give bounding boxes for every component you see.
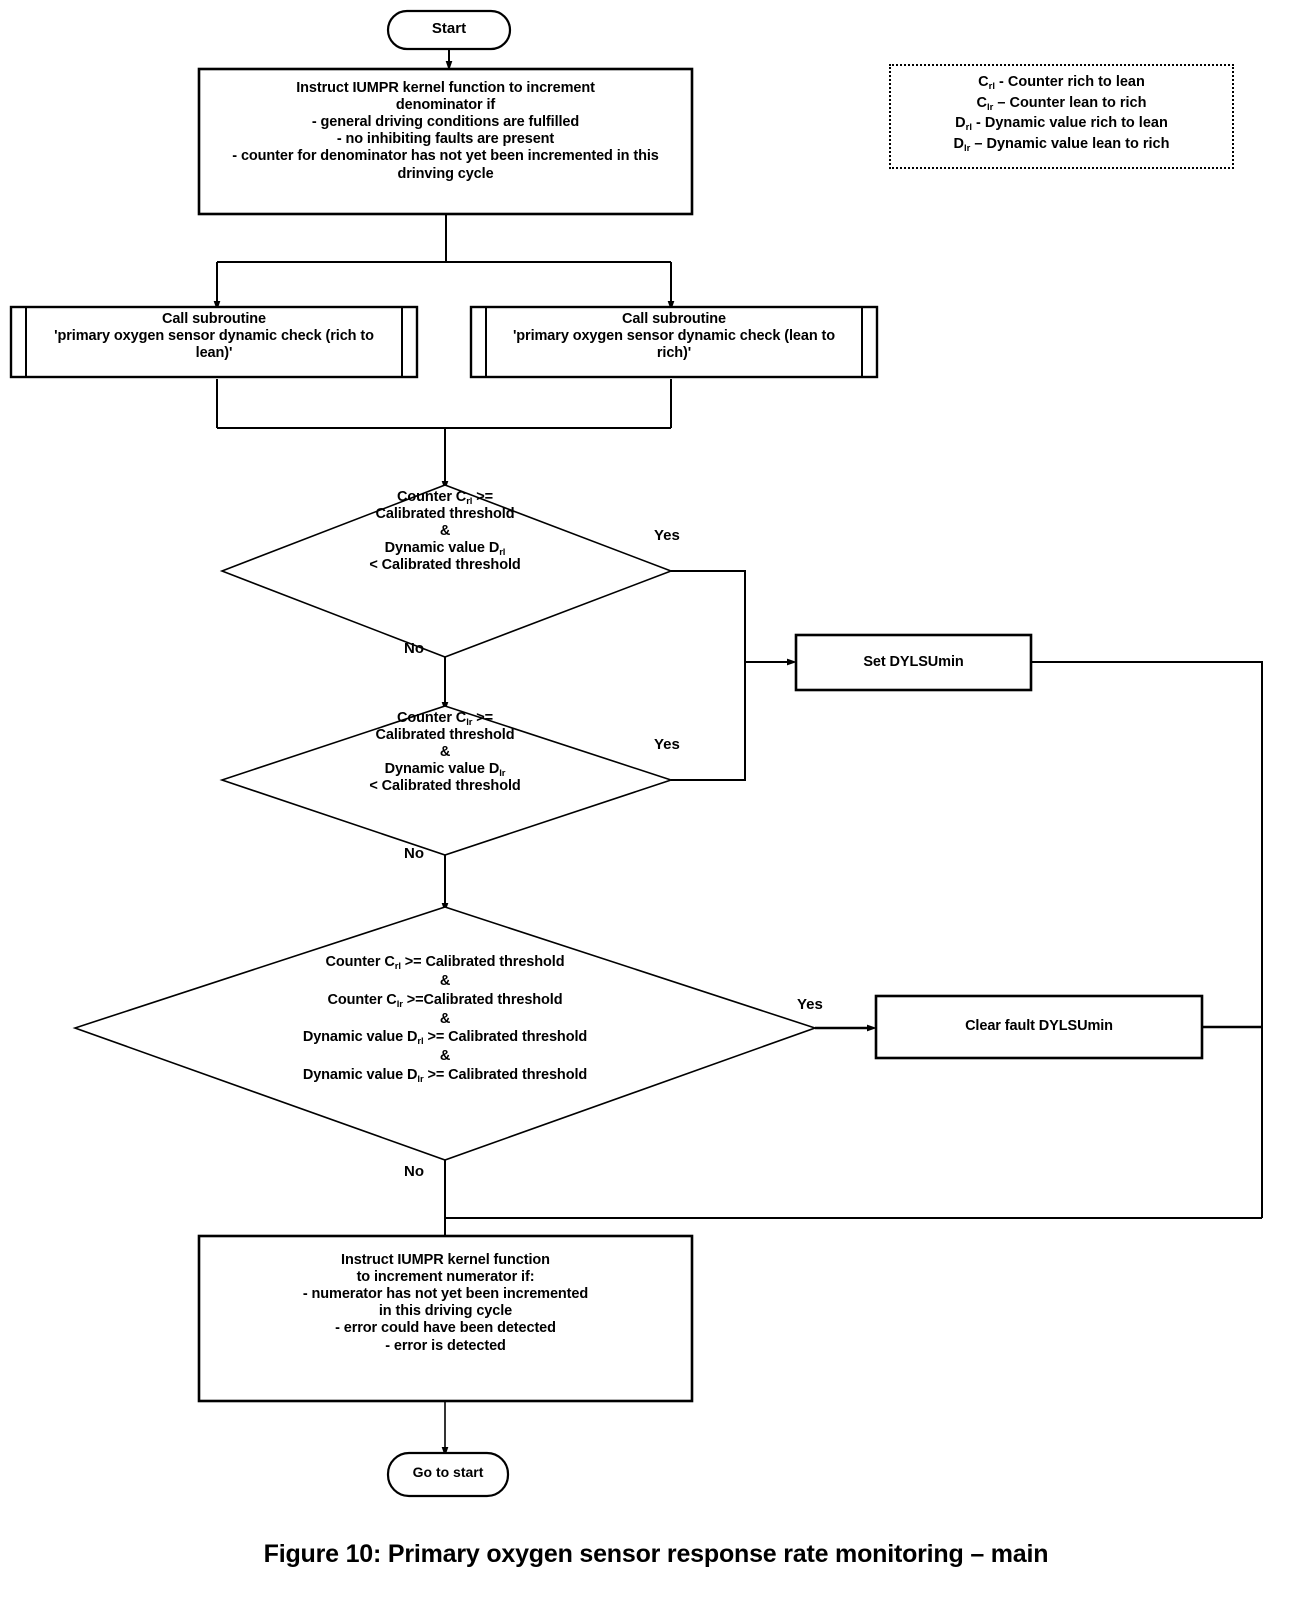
node-decision-lean-to-rich-label: Counter Clr >=Calibrated threshold&Dynam… (295, 710, 595, 796)
node-decision-rich-to-lean-label: Counter Crl >=Calibrated threshold&Dynam… (295, 489, 595, 575)
edge-set-fault-return (1031, 661, 1263, 1218)
node-go-to-start-label: Go to start (412, 1464, 484, 1480)
node-decision-rich-to-lean-label-line-4: Dynamic value Drl (384, 540, 506, 559)
node-decision-all-ok-label-line-6: & (439, 1048, 451, 1065)
edge-label-yes-2: Yes (654, 736, 680, 753)
legend-item-dynamic-rich-to-lean: Drl - Dynamic value rich to lean (955, 115, 1168, 134)
edge-decision2-yes (671, 662, 746, 781)
node-subroutine-lean-to-rich-label: Call subroutine 'primary oxygen sensor d… (512, 311, 836, 362)
node-decision-all-ok-label-line-4: & (439, 1010, 451, 1027)
edge-label-yes-1: Yes (654, 527, 680, 544)
edge-label-no-1: No (404, 640, 424, 657)
node-decision-lean-to-rich-label-line-1: Counter Clr >= (397, 710, 493, 728)
node-decision-lean-to-rich-label-line-3: & (439, 744, 451, 761)
node-subroutine-rich-to-lean (9, 305, 419, 379)
node-decision-rich-to-lean-label-line-1: Counter Crl >= (397, 489, 493, 507)
node-decision-all-ok-label-line-1: Counter Crl >= Calibrated threshold (325, 954, 565, 972)
edge-label-no-3: No (404, 1163, 424, 1180)
node-numerator-label: Instruct IUMPR kernel function to increm… (302, 1252, 589, 1354)
legend-item-counter-rich-to-lean: Crl - Counter rich to lean (978, 74, 1145, 92)
node-start-label: Start (431, 20, 467, 37)
node-decision-lean-to-rich-label-line-2: Calibrated threshold (375, 727, 515, 744)
node-decision-lean-to-rich-label-line-5: < Calibrated threshold (369, 778, 521, 795)
node-clear-fault (874, 994, 1204, 1060)
node-set-fault (794, 633, 1033, 692)
node-decision-all-ok-label-line-2: & (439, 972, 451, 989)
legend-item-dynamic-lean-to-rich: Dlr – Dynamic value lean to rich (953, 135, 1170, 154)
node-go-to-start (386, 1451, 510, 1498)
figure-caption: Figure 10: Primary oxygen sensor respons… (263, 1540, 1049, 1568)
node-decision-lean-to-rich-label-line-4: Dynamic value Dlr (384, 761, 506, 780)
edge-label-no-2: No (404, 845, 424, 862)
node-numerator (197, 1234, 694, 1403)
node-decision-all-ok-label: Counter Crl >= Calibrated threshold&Coun… (195, 953, 695, 1085)
node-decision-rich-to-lean-label-line-2: Calibrated threshold (375, 506, 515, 523)
node-subroutine-rich-to-lean-label: Call subroutine 'primary oxygen sensor d… (54, 311, 374, 362)
edge-subroutines-merge (216, 379, 672, 429)
node-set-fault-label: Set DYLSUmin (863, 654, 964, 670)
edge-denominator-fork (216, 214, 672, 300)
edge-label-yes-3: Yes (797, 996, 823, 1013)
legend-item-counter-lean-to-rich: Clr – Counter lean to rich (976, 94, 1147, 113)
node-decision-all-ok-label-line-5: Dynamic value Drl >= Calibrated threshol… (302, 1029, 588, 1048)
node-denominator-label: Instruct IUMPR kernel function to increm… (232, 80, 659, 182)
node-decision-rich-to-lean-label-line-3: & (439, 523, 451, 540)
node-decision-all-ok-label-line-3: Counter Clr >=Calibrated threshold (327, 991, 563, 1010)
node-clear-fault-label: Clear fault DYLSUmin (965, 1018, 1113, 1034)
edge-decision1-yes (671, 570, 746, 662)
node-subroutine-lean-to-rich (469, 305, 879, 379)
node-decision-rich-to-lean-label-line-5: < Calibrated threshold (369, 557, 521, 574)
node-denominator (197, 67, 694, 216)
node-decision-all-ok-label-line-7: Dynamic value Dlr >= Calibrated threshol… (302, 1067, 588, 1086)
